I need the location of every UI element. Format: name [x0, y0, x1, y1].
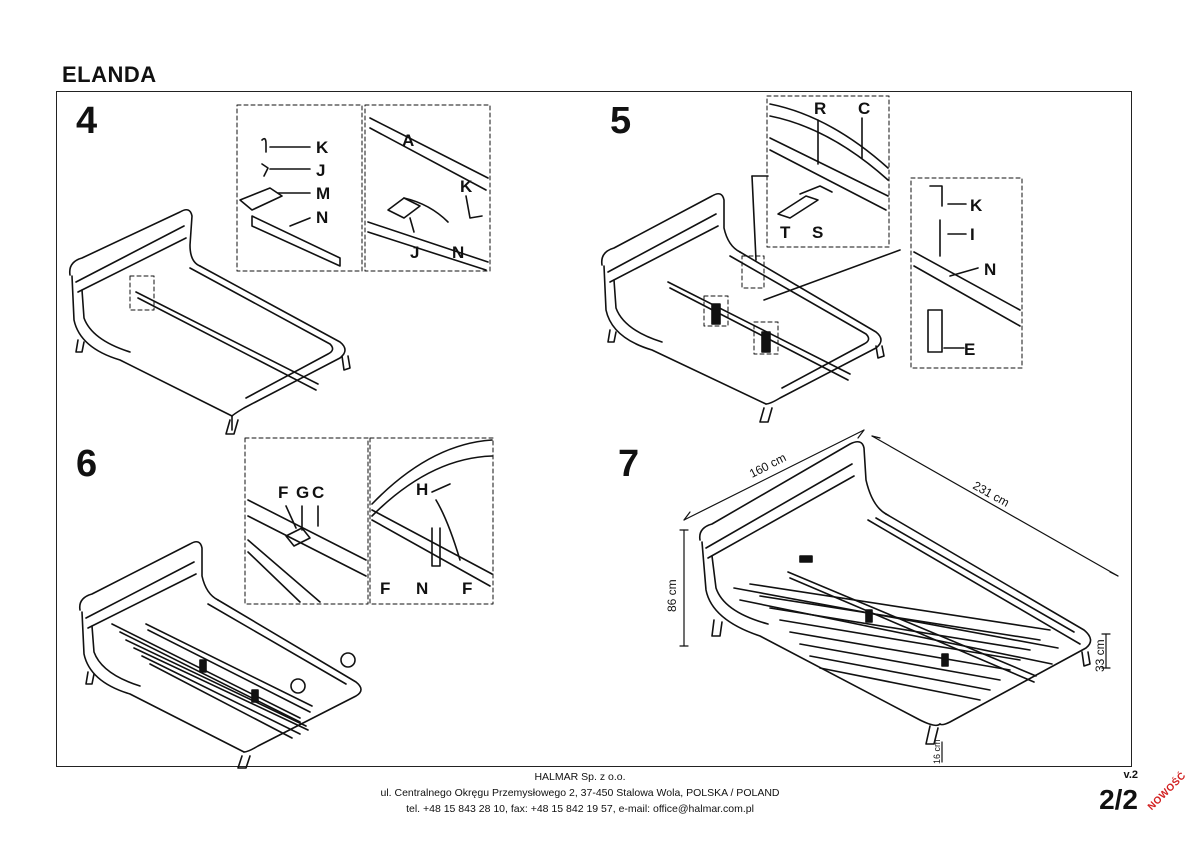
- step-number-6: 6: [76, 443, 98, 485]
- label-N-rail: N: [452, 243, 464, 262]
- label-S: S: [812, 223, 823, 242]
- label-I: I: [970, 225, 975, 244]
- instruction-frame: [56, 91, 1132, 767]
- label-F: F: [278, 483, 288, 502]
- page-number: 2/2: [1099, 784, 1138, 815]
- label-J-rail: J: [410, 243, 419, 262]
- label-K: K: [316, 138, 329, 157]
- step4-bed-illustration: [68, 208, 351, 435]
- step6-bed-illustration: [78, 540, 362, 769]
- step4-detail-rail: [364, 104, 491, 272]
- label-K-rail: K: [460, 177, 473, 196]
- label-C6: C: [312, 483, 324, 502]
- label-M: M: [316, 184, 330, 203]
- label-K5: K: [970, 196, 983, 215]
- version-label: v.2: [1123, 769, 1138, 781]
- label-N6: N: [416, 579, 428, 598]
- dim-height: 86 cm: [665, 579, 679, 612]
- footer-contact: tel. +48 15 843 28 10, fax: +48 15 842 1…: [406, 803, 754, 815]
- footer-address: ul. Centralnego Okręgu Przemysłowego 2, …: [380, 787, 780, 799]
- dim-width: 160 cm: [747, 450, 788, 480]
- label-R: R: [814, 99, 826, 118]
- step4-detail-hardware: [236, 104, 363, 272]
- label-N5: N: [984, 260, 996, 279]
- footer-company: HALMAR Sp. z o.o.: [534, 771, 626, 783]
- step6-detail-1: [244, 437, 369, 605]
- label-N: N: [316, 208, 328, 227]
- label-G: G: [296, 483, 309, 502]
- step5-detail-hardware: [910, 177, 1023, 369]
- label-T: T: [780, 223, 791, 242]
- document-title: ELANDA: [62, 62, 157, 87]
- label-A: A: [402, 131, 414, 150]
- label-J: J: [316, 161, 325, 180]
- label-C: C: [858, 99, 870, 118]
- step-number-4: 4: [76, 100, 98, 142]
- dim-leg: 16 cm: [932, 739, 942, 764]
- step-number-5: 5: [610, 100, 632, 142]
- step6-detail-2: [369, 437, 494, 605]
- dim-side: 33 cm: [1093, 639, 1107, 672]
- step-number-7: 7: [618, 443, 640, 485]
- label-F-right: F: [462, 579, 472, 598]
- step5-bed-illustration: [600, 175, 901, 423]
- step7-dimension-lines: [679, 429, 1119, 763]
- label-H: H: [416, 480, 428, 499]
- label-F-left: F: [380, 579, 390, 598]
- label-E: E: [964, 340, 975, 359]
- dim-length: 231 cm: [971, 478, 1012, 509]
- step5-detail-rail: [766, 95, 890, 248]
- step7-bed-illustration: [698, 440, 1092, 745]
